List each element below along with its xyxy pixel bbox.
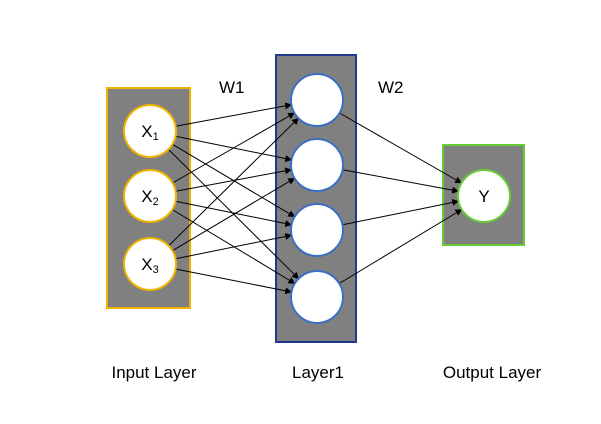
hidden-node-3-circle: [290, 203, 344, 257]
hidden-node-1-circle: [290, 73, 344, 127]
output-node-1: Y: [457, 169, 511, 223]
hidden-node-4-circle: [290, 270, 344, 324]
output-node-1-circle: [457, 169, 511, 223]
input-node-3: X3: [123, 237, 177, 291]
input-layer-label: Input Layer: [111, 363, 196, 382]
hidden-node-3: [290, 203, 344, 257]
edge-input-1-to-hidden-1: [175, 102, 293, 127]
weight-label-w1: W1: [219, 78, 245, 97]
hidden-node-1: [290, 73, 344, 127]
hidden-node-2-circle: [290, 138, 344, 192]
input-node-2-label: X2: [141, 187, 158, 208]
edge-input-3-to-hidden-2: [172, 177, 296, 252]
edge-hidden-2-to-output: [342, 169, 460, 194]
edge-hidden-4-to-output: [338, 209, 463, 284]
input-node-2-circle: [123, 169, 177, 223]
edge-input-2-to-hidden-1: [172, 112, 296, 184]
input-node-2: X2: [123, 169, 177, 223]
edge-input-3-to-hidden-4: [175, 268, 293, 295]
edge-input-3-to-hidden-1: [168, 117, 299, 247]
hidden-layer-label: Layer1: [292, 363, 344, 382]
edge-input-2-to-hidden-2: [175, 167, 293, 192]
output-node-1-label: Y: [478, 187, 489, 206]
input-node-1-label: X1: [141, 122, 158, 143]
hidden-node-2: [290, 138, 344, 192]
input-node-1-circle: [123, 104, 177, 158]
input-node-3-label: X3: [141, 255, 158, 276]
input-node-1: X1: [123, 104, 177, 158]
connection-edges: [168, 102, 463, 295]
input-node-3-circle: [123, 237, 177, 291]
output-layer-label: Output Layer: [443, 363, 542, 382]
hidden-node-4: [290, 270, 344, 324]
edge-hidden-3-to-output: [342, 199, 460, 226]
edge-input-2-to-hidden-3: [175, 200, 293, 227]
edge-hidden-1-to-output: [339, 112, 463, 184]
edge-input-3-to-hidden-3: [175, 233, 293, 260]
weight-label-w2: W2: [378, 78, 404, 97]
